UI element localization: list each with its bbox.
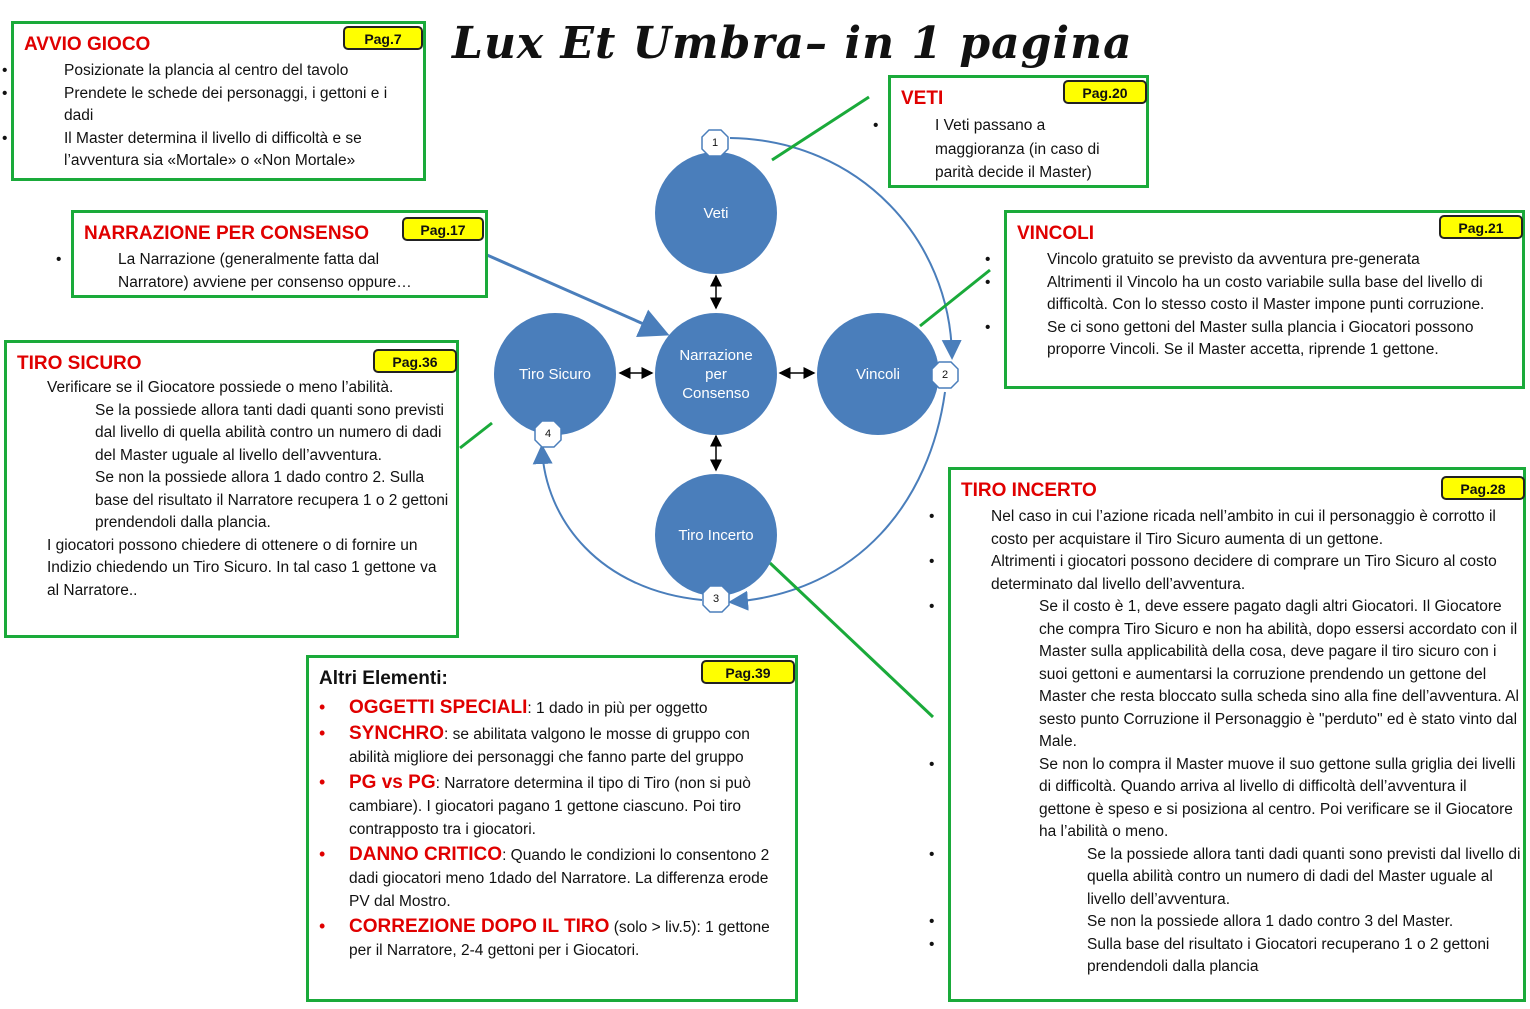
tiro-incerto-page-tag: Pag.28	[1441, 476, 1525, 500]
node-vincoli: Vincoli	[817, 313, 939, 435]
altri-title: Altri Elementi:	[319, 668, 448, 689]
cycle-arc-1-2	[729, 137, 962, 360]
tiro-incerto-subsubitem: Se non la possiede allora 1 dado contro …	[929, 911, 1521, 934]
veti-title: VETI	[901, 88, 944, 109]
avvio-gioco-box: AVVIO GIOCO Pag.7 Posizionate la plancia…	[2, 21, 426, 181]
vincoli-item: Altrimenti il Vincolo ha un costo variab…	[985, 272, 1517, 317]
cycle-arc-2-3	[728, 391, 946, 611]
veti-box: VETI Pag.20 I Veti passano a maggioranza…	[873, 75, 1149, 188]
cycle-arc-3-4	[532, 444, 703, 601]
tiro-sicuro-item: Verificare se il Giocatore possiede o me…	[11, 377, 451, 400]
tiro-sicuro-item: I giocatori possono chiedere di ottenere…	[11, 535, 451, 603]
tiro-incerto-item: Altrimenti i giocatori possono decidere …	[929, 551, 1521, 596]
tiro-incerto-item: Nel caso in cui l’azione ricada nell’amb…	[929, 506, 1521, 551]
tiro-incerto-subitem: Se non lo compra il Master muove il suo …	[929, 754, 1521, 844]
veti-item: I Veti passano a maggioranza (in caso di…	[873, 114, 1121, 185]
narrazione-page-tag: Pag.17	[402, 217, 484, 241]
avvio-title: AVVIO GIOCO	[24, 34, 151, 55]
node-veti: Veti	[655, 152, 777, 274]
vincoli-item: Se ci sono gettoni del Master sulla plan…	[985, 317, 1517, 362]
node-narrazione: Narrazione per Consenso	[655, 313, 777, 435]
altri-item: PG vs PG: Narratore determina il tipo di…	[311, 771, 789, 841]
node-tiro-incerto: Tiro Incerto	[655, 474, 777, 596]
tiro-sicuro-title: TIRO SICURO	[17, 353, 142, 374]
vincoli-page-tag: Pag.21	[1439, 215, 1523, 239]
node-tiro-sicuro: Tiro Sicuro	[494, 313, 616, 435]
vincoli-item: Vincolo gratuito se previsto da avventur…	[985, 249, 1517, 272]
altri-page-tag: Pag.39	[701, 660, 795, 684]
narrazione-item: La Narrazione (generalmente fatta dal Na…	[56, 249, 452, 294]
narrazione-box: NARRAZIONE PER CONSENSO Pag.17 La Narraz…	[56, 210, 488, 298]
altri-elementi-box: Altri Elementi: Pag.39 OGGETTI SPECIALI:…	[306, 655, 798, 1002]
page-title: Lux Et Umbra– in 1 pagina	[452, 18, 1133, 69]
narrazione-arrow	[486, 253, 670, 338]
step-1-marker: 1	[701, 129, 729, 157]
narrazione-title: NARRAZIONE PER CONSENSO	[84, 223, 370, 244]
altri-item: OGGETTI SPECIALI: 1 dado in più per ogge…	[311, 696, 789, 720]
tiro-sicuro-box: TIRO SICURO Pag.36 Verificare se il Gioc…	[4, 340, 459, 638]
tiro-sicuro-page-tag: Pag.36	[373, 349, 457, 373]
avvio-page-tag: Pag.7	[343, 26, 423, 50]
step-2-marker: 2	[931, 361, 959, 389]
tiro-incerto-title: TIRO INCERTO	[961, 480, 1097, 501]
step-4-marker: 4	[534, 420, 562, 448]
tiro-incerto-subsubitem: Sulla base del risultato i Giocatori rec…	[929, 934, 1521, 979]
avvio-item: Il Master determina il livello di diffic…	[2, 128, 404, 173]
altri-item: CORREZIONE DOPO IL TIRO (solo > liv.5): …	[311, 915, 789, 962]
vincoli-box: VINCOLI Pag.21 Vincolo gratuito se previ…	[985, 210, 1525, 389]
vincoli-title: VINCOLI	[1017, 223, 1095, 244]
avvio-item: Posizionate la plancia al centro del tav…	[2, 60, 404, 83]
tiro-incerto-subitem: Se il costo è 1, deve essere pagato dagl…	[929, 596, 1521, 754]
tiro-sicuro-subitem: Se la possiede allora tanti dadi quanti …	[11, 400, 451, 468]
altri-item: DANNO CRITICO: Quando le condizioni lo c…	[311, 843, 789, 913]
altri-item: SYNCHRO: se abilitata valgono le mosse d…	[311, 722, 789, 769]
tiro-incerto-subsubitem: Se la possiede allora tanti dadi quanti …	[929, 844, 1521, 912]
step-3-marker: 3	[702, 585, 730, 613]
avvio-item: Prendete le schede dei personaggi, i get…	[2, 83, 404, 128]
tiro-incerto-box: TIRO INCERTO Pag.28 Nel caso in cui l’az…	[929, 467, 1526, 1002]
veti-page-tag: Pag.20	[1063, 80, 1147, 104]
tiro-sicuro-subitem: Se non la possiede allora 1 dado contro …	[11, 467, 451, 535]
